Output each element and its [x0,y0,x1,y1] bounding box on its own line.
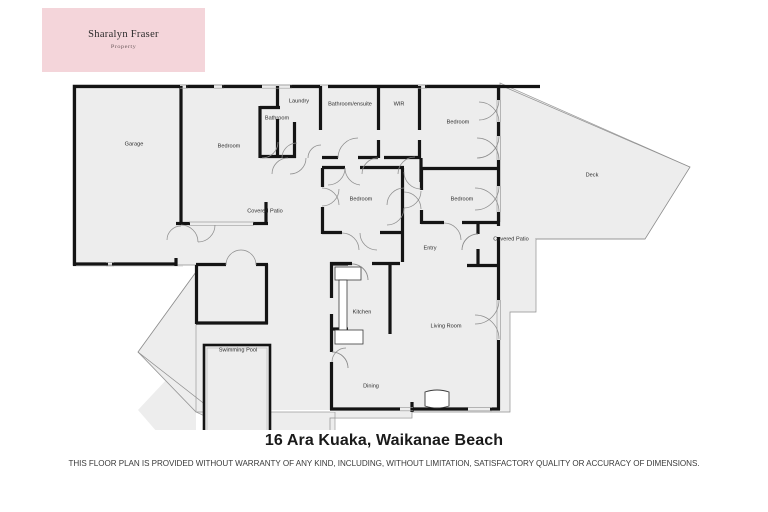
room-label-covered-patio-1: Covered Patio [247,208,282,214]
swimming-pool-outline [202,343,272,430]
room-label-garage: Garage [125,141,144,147]
room-labels: Garage Bedroom Bathroom Laundry Bathroom… [125,98,599,389]
windows [106,84,501,412]
footer: 16 Ara Kuaka, Waikanae Beach THIS FLOOR … [0,432,768,468]
deck-fill [499,82,691,240]
room-label-bathroom: Bathroom [265,115,290,121]
page-title: 16 Ara Kuaka, Waikanae Beach [264,432,504,449]
floor-plan-drawing: Garage Bedroom Bathroom Laundry Bathroom… [0,62,768,430]
brand-tagline: Property [110,43,137,50]
entry-fill [400,222,535,267]
garage-fill [73,85,183,267]
door-swings [166,99,500,369]
room-label-bedroom-4: Bedroom [451,196,474,202]
room-label-bedroom-2: Bedroom [447,119,470,125]
room-label-living-room: Living Room [430,323,461,329]
room-label-laundry: Laundry [289,98,309,104]
room-label-bathroom-ensuite: Bathroom/ensuite [328,101,372,107]
room-label-covered-patio-2: Covered Patio [493,236,528,242]
room-label-swimming-pool: Swimming Pool [219,347,258,353]
room-label-deck: Deck [586,172,599,178]
floor-plan-svg: Garage Bedroom Bathroom Laundry Bathroom… [72,82,691,430]
room-label-wir: WIR [394,101,405,107]
room-label-entry: Entry [423,245,436,251]
room-label-kitchen: Kitchen [353,309,372,315]
room-label-dining: Dining [363,383,379,389]
room-label-bedroom-3: Bedroom [350,196,373,202]
fireplace-fixture [424,389,450,409]
disclaimer-text: THIS FLOOR PLAN IS PROVIDED WITHOUT WARR… [68,459,700,468]
room-label-bedroom-1: Bedroom [218,143,241,149]
walls [72,84,540,412]
floor-fills [73,82,691,430]
kitchen-fixtures [334,266,364,345]
brand-name: Sharalyn Fraser [88,29,159,41]
brand-logo: Sharalyn Fraser Property [42,8,205,72]
